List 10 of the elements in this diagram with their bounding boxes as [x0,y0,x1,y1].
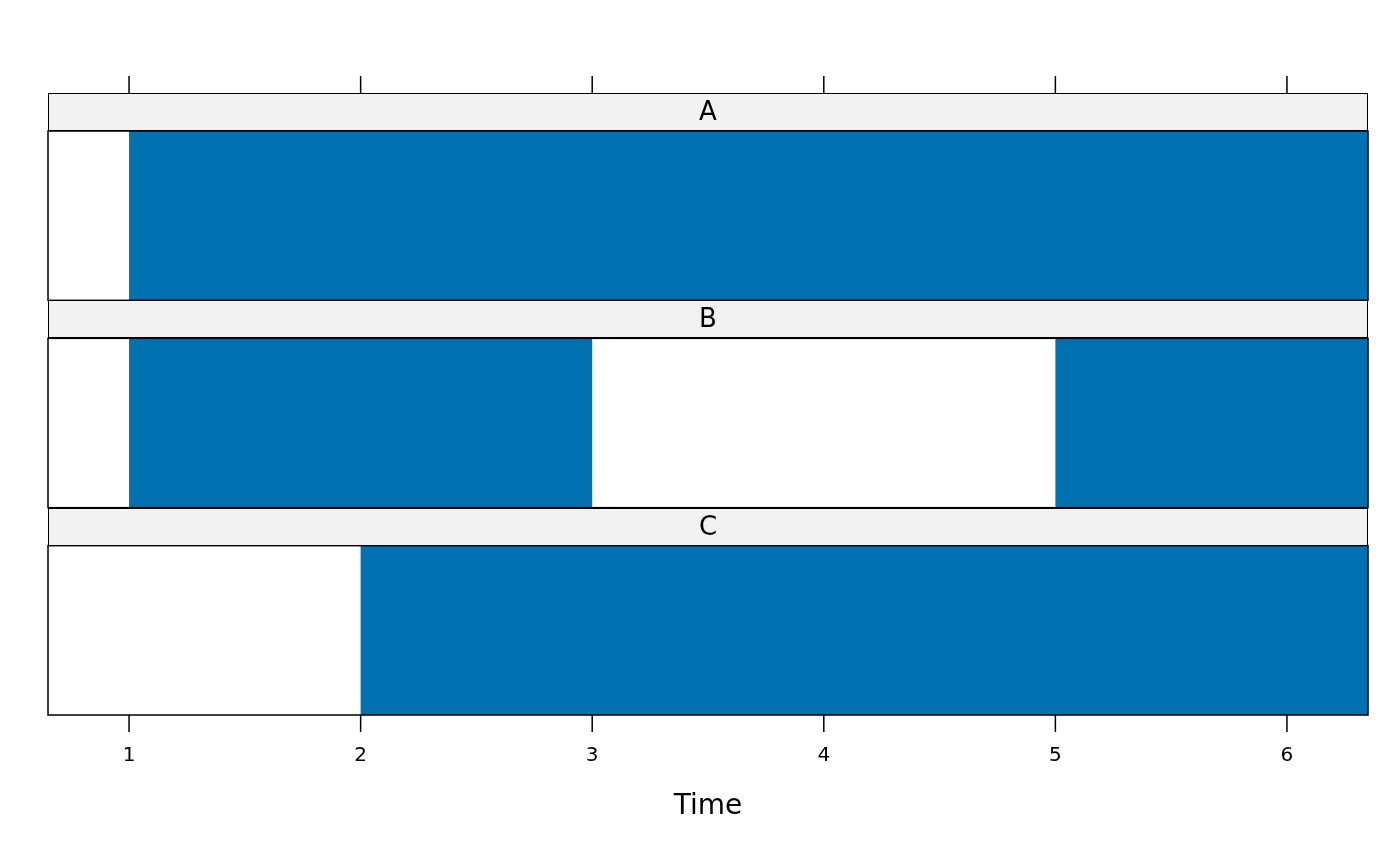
panel-strip: A [48,93,1368,131]
panel-strip: C [48,507,1368,546]
axis-title: Time [672,788,744,821]
tick-label: 4 [816,742,832,766]
tick-label: 1 [121,742,137,766]
tick-label: 3 [584,742,600,766]
tick-label: 2 [353,742,368,766]
tick-label: 6 [1279,742,1295,766]
panel-strip: B [48,300,1368,339]
tick-label: 5 [1048,742,1063,766]
